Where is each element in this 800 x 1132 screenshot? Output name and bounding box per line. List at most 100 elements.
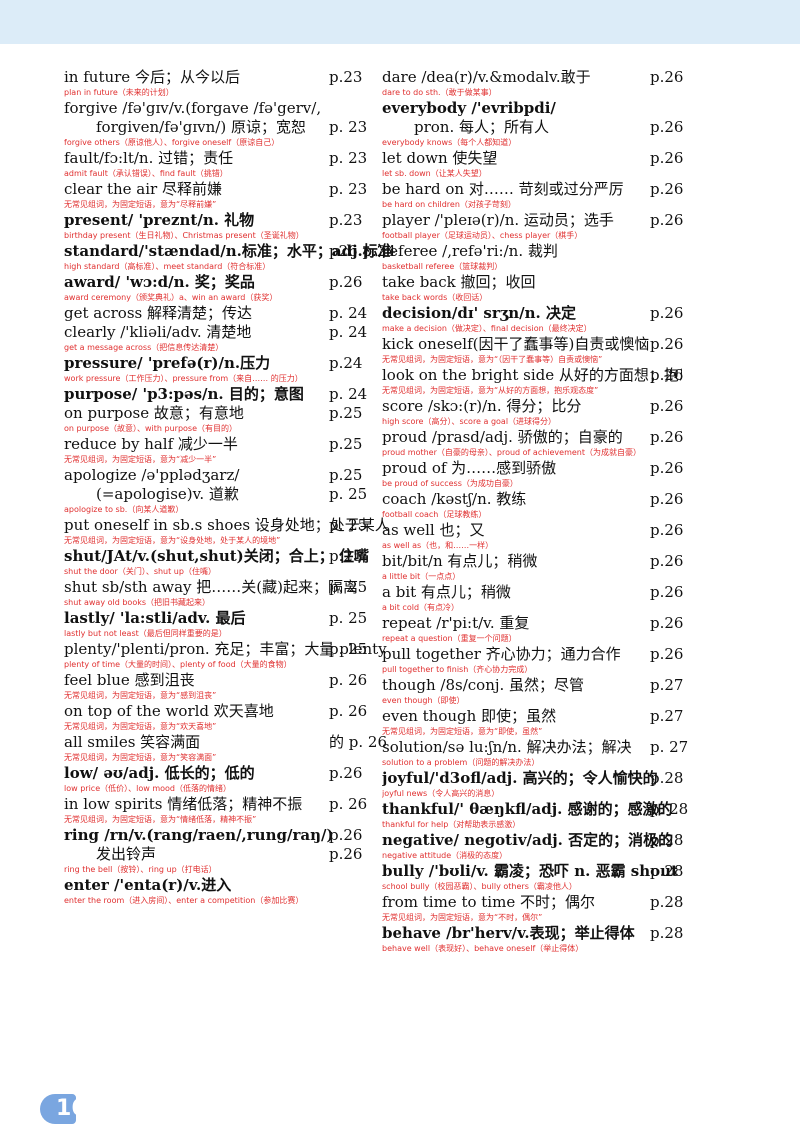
phrase-note: shut the door（关门）、shut up（住嘴） bbox=[64, 567, 216, 576]
vocab-word: clear the air 尽释前嫌 bbox=[64, 180, 222, 198]
phrase-note: everybody knows（每个人都知道） bbox=[382, 138, 517, 147]
page-reference: p.28 bbox=[650, 769, 684, 787]
page-reference: p. 25 bbox=[329, 640, 368, 658]
page-reference: p.27 bbox=[650, 707, 684, 725]
page-reference: p.26 bbox=[650, 614, 684, 632]
vocab-word: dare /dea(r)/v.&modalv.敢于 bbox=[382, 68, 591, 86]
vocab-word: fault/fɔ:lt/n. 过错；责任 bbox=[64, 149, 234, 167]
vocab-word: forgive /fə'gɪv/v.(forgave /fə'gerv/, bbox=[64, 99, 322, 117]
phrase-note: on purpose（故意）、with purpose（有目的） bbox=[64, 424, 238, 433]
vocab-word: everybody /'evribpdi/ bbox=[382, 99, 556, 117]
phrase-note: 无常见组词，为固定短语，意为“尽释前嫌” bbox=[64, 200, 217, 209]
page-reference: 的 p. 26 bbox=[329, 733, 387, 751]
page-reference: p.28 bbox=[650, 924, 684, 942]
phrase-note: plenty of time（大量的时间）、plenty of food（大量的… bbox=[64, 660, 292, 669]
phrase-note: a little bit（一点点） bbox=[382, 572, 461, 581]
phrase-note: negative attitude（消极的态度） bbox=[382, 851, 508, 860]
page-reference: p.26 bbox=[650, 366, 684, 384]
vocab-word: score /skɔ:(r)/n. 得分；比分 bbox=[382, 397, 582, 415]
vocab-word: proud /prasd/adj. 骄傲的；自豪的 bbox=[382, 428, 623, 446]
page-reference: p.26 bbox=[650, 68, 684, 86]
vocab-word: purpose/ 'p3:pəs/n. 目的；意图 bbox=[64, 385, 304, 403]
phrase-note: repeat a question（重复一个问题） bbox=[382, 634, 517, 643]
vocab-word: from time to time 不时；偶尔 bbox=[382, 893, 595, 911]
page-reference: p26 p.24 bbox=[329, 242, 396, 260]
vocab-word: lastly/ 'la:stli/adv. 最后 bbox=[64, 609, 246, 627]
page-reference: p.23 bbox=[329, 68, 363, 86]
vocab-word: bully /'bʊli/v. 霸凌；恐吓 n. 恶霸 shout at sb … bbox=[382, 862, 682, 880]
phrase-note: a bit cold（有点冷） bbox=[382, 603, 460, 612]
vocab-word: decision/dɪ' srʒn/n. 决定 bbox=[382, 304, 576, 322]
page-reference: p. 23 bbox=[329, 149, 368, 167]
page-reference: p.26 bbox=[329, 845, 363, 863]
page-reference: p. 26 bbox=[329, 671, 368, 689]
phrase-note: as well as（也，和……一样） bbox=[382, 541, 494, 550]
vocab-word: ring /rn/v.(rang/raen/,rung/raŋ/) bbox=[64, 826, 334, 844]
page-reference: p.27 bbox=[650, 676, 684, 694]
phrase-note: 无常见组词，为固定短语，意为“笑容满面” bbox=[64, 753, 217, 762]
phrase-note: 无常见组词，为固定短语，意为“减少一半” bbox=[64, 455, 217, 464]
vocab-word: let down 使失望 bbox=[382, 149, 498, 167]
vocab-word: shut sb/sth away 把……关(藏)起来；隔离 bbox=[64, 578, 358, 596]
vocab-word: 发出铃声 bbox=[96, 845, 157, 863]
vocab-word: a bit 有点儿；稍微 bbox=[382, 583, 511, 601]
vocab-word: pressure/ 'prefə(r)/n.压力 bbox=[64, 354, 271, 372]
page-reference: p.25 bbox=[329, 404, 363, 422]
vocab-word: proud of 为……感到骄傲 bbox=[382, 459, 557, 477]
phrase-note: thankful for help（对帮助表示感激） bbox=[382, 820, 521, 829]
page-reference: p.24 bbox=[329, 354, 363, 372]
page-reference: p.25 bbox=[329, 435, 363, 453]
vocab-entry: referee /,refə'ri:/n. 裁判 basketball refer… bbox=[382, 242, 682, 273]
phrase-note: joyful news（令人高兴的消息） bbox=[382, 789, 500, 798]
vocab-word: enter /'enta(r)/v.进入 bbox=[64, 876, 232, 894]
phrase-note: basketball referee（篮球裁判） bbox=[382, 262, 503, 271]
page-number-badge: 16 bbox=[40, 1094, 87, 1124]
vocab-word: solution/sə lu:ʃn/n. 解决办法；解决 bbox=[382, 738, 632, 756]
page-reference: p.28 bbox=[650, 893, 684, 911]
page-reference: p.26 bbox=[650, 521, 684, 539]
phrase-note: 无常见组词，为固定短语，意为“情绪低落，精神不振” bbox=[64, 815, 257, 824]
page-reference: p.25 bbox=[329, 466, 363, 484]
vocab-word: referee /,refə'ri:/n. 裁判 bbox=[382, 242, 558, 260]
vocab-word: present/ 'preznt/n. 礼物 bbox=[64, 211, 255, 229]
vocab-word: player /'pleɪə(r)/n. 运动员；选手 bbox=[382, 211, 614, 229]
vocab-word: joyful/'d3ofl/adj. 高兴的；令人愉快的 bbox=[382, 769, 658, 787]
phrase-note: pull together to finish（齐心协力完成） bbox=[382, 665, 533, 674]
phrase-note: work pressure（工作压力）、pressure from（来自…… 的… bbox=[64, 374, 303, 383]
page-reference: p.26 bbox=[650, 397, 684, 415]
vocab-word: (=apologise)v. 道歉 bbox=[96, 485, 239, 503]
phrase-note: enter the room（进入房间）、enter a competition… bbox=[64, 896, 304, 905]
phrase-note: apologize to sb.（向某人道歉） bbox=[64, 505, 184, 514]
phrase-note: be proud of success（为成功自豪） bbox=[382, 479, 518, 488]
vocab-word: kick oneself(因干了蠢事等)自责或懊恼 bbox=[382, 335, 650, 353]
vocab-entry: bully /'bʊli/v. 霸凌；恐吓 n. 恶霸 shout at sb … bbox=[382, 862, 683, 893]
vocab-word: though /8s/conj. 虽然；尽管 bbox=[382, 676, 585, 694]
phrase-note: shut away old books（把旧书藏起来） bbox=[64, 598, 211, 607]
page-reference: p. 24 bbox=[329, 304, 368, 322]
page-reference: p. 26 bbox=[329, 702, 368, 720]
